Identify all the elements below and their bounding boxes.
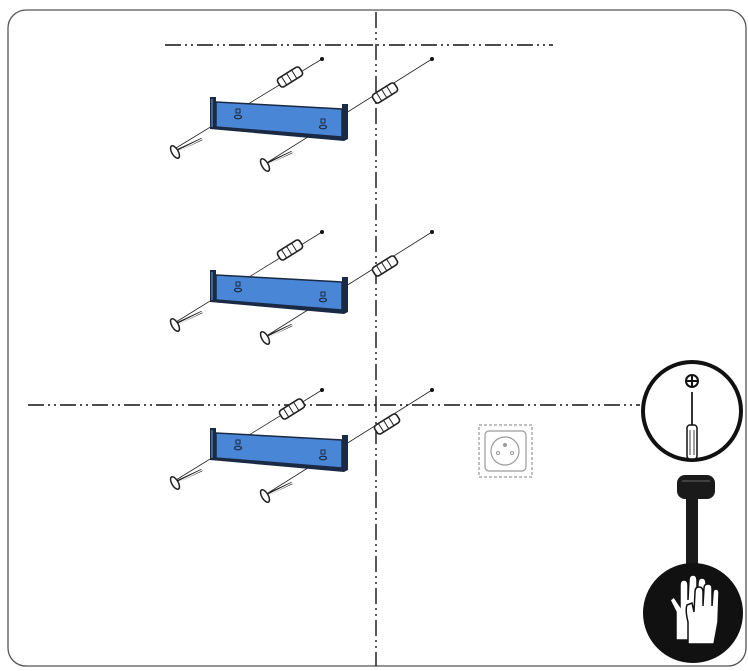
- wall-bracket: [209, 269, 349, 315]
- wood-screw: [167, 468, 204, 492]
- bracket-assembly-middle: [167, 230, 434, 347]
- wall-plug: [275, 65, 305, 89]
- phillips-screwdriver-icon: [641, 360, 743, 462]
- wall-socket-icon: [478, 424, 533, 478]
- wall-bracket: [209, 427, 349, 473]
- wood-screw: [167, 310, 204, 334]
- diagram-frame: [7, 9, 747, 667]
- wall-plug: [372, 412, 402, 436]
- bracket-assembly-bottom: [167, 388, 434, 505]
- wall-plug: [277, 397, 307, 421]
- bracket-assembly-top: [167, 57, 434, 174]
- wood-screw: [257, 150, 294, 174]
- wood-screw: [257, 481, 294, 505]
- protective-gloves-icon: [643, 563, 743, 663]
- wall-bracket: [209, 96, 349, 142]
- wall-plug: [275, 238, 305, 262]
- wall-plug: [370, 254, 400, 278]
- wood-screw: [257, 323, 294, 347]
- tools-panel: [641, 360, 743, 663]
